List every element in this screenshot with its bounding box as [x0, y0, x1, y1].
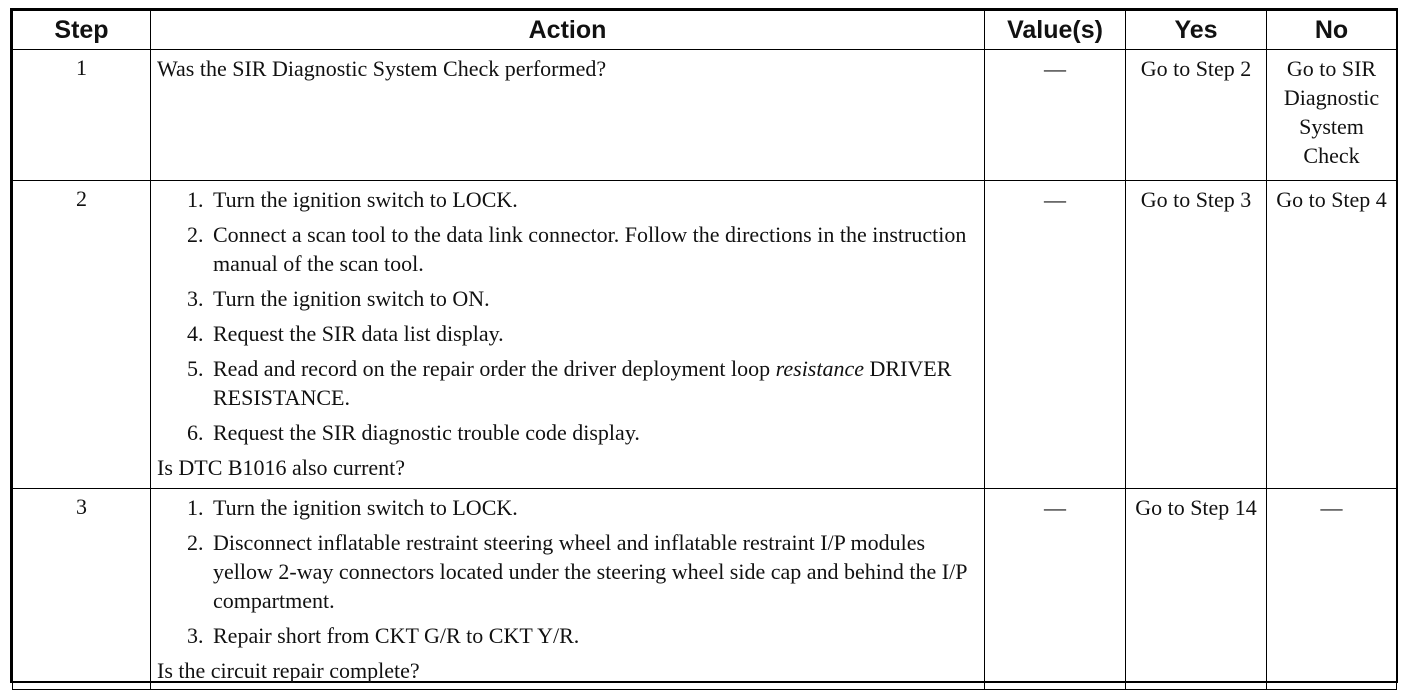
- action-step: Connect a scan tool to the data link con…: [209, 220, 978, 278]
- header-step: Step: [12, 10, 151, 50]
- action-cell: Turn the ignition switch to LOCK. Discon…: [150, 488, 985, 690]
- action-step: Disconnect inflatable restraint steering…: [209, 528, 978, 615]
- header-yes: Yes: [1125, 10, 1267, 50]
- diagnostic-table: Step Action Value(s) Yes No 1 Was the SI…: [12, 10, 1397, 690]
- action-step: Turn the ignition switch to LOCK.: [209, 493, 978, 522]
- action-step: Request the SIR data list display.: [209, 319, 978, 348]
- table-row: 1 Was the SIR Diagnostic System Check pe…: [12, 49, 1397, 181]
- action-step: Turn the ignition switch to LOCK.: [209, 185, 978, 214]
- yes-cell: Go to Step 14: [1125, 488, 1267, 690]
- header-values: Value(s): [984, 10, 1126, 50]
- action-step: Request the SIR diagnostic trouble code …: [209, 418, 978, 447]
- action-steps: Turn the ignition switch to LOCK. Connec…: [157, 185, 978, 447]
- diagnostic-table-frame: Step Action Value(s) Yes No 1 Was the SI…: [10, 8, 1398, 690]
- value-cell: —: [984, 49, 1126, 181]
- action-step-italic: resistance: [775, 356, 865, 381]
- action-step-text: Read and record on the repair order the …: [213, 356, 771, 381]
- value-cell: —: [984, 180, 1126, 489]
- header-action: Action: [150, 10, 985, 50]
- action-question: Is DTC B1016 also current?: [157, 455, 406, 480]
- action-cell: Turn the ignition switch to LOCK. Connec…: [150, 180, 985, 489]
- yes-cell: Go to Step 3: [1125, 180, 1267, 489]
- no-cell: —: [1266, 488, 1397, 690]
- header-row: Step Action Value(s) Yes No: [12, 10, 1397, 50]
- header-no: No: [1266, 10, 1397, 50]
- action-step: Repair short from CKT G/R to CKT Y/R.: [209, 621, 978, 650]
- table-row: 3 Turn the ignition switch to LOCK. Disc…: [12, 488, 1397, 690]
- no-cell: Go to SIR Diagnostic System Check: [1266, 49, 1397, 181]
- action-step: Read and record on the repair order the …: [209, 354, 978, 412]
- no-cell: Go to Step 4: [1266, 180, 1397, 489]
- step-number: 1: [12, 49, 151, 181]
- action-steps: Turn the ignition switch to LOCK. Discon…: [157, 493, 978, 650]
- step-number: 2: [12, 180, 151, 489]
- action-step: Turn the ignition switch to ON.: [209, 284, 978, 313]
- step-number: 3: [12, 488, 151, 690]
- yes-cell: Go to Step 2: [1125, 49, 1267, 181]
- table-row: 2 Turn the ignition switch to LOCK. Conn…: [12, 180, 1397, 489]
- action-cell: Was the SIR Diagnostic System Check perf…: [150, 49, 985, 181]
- action-question: Was the SIR Diagnostic System Check perf…: [157, 56, 607, 81]
- action-step-rest: DRIVER RESISTANCE.: [213, 356, 952, 410]
- action-question: Is the circuit repair complete?: [157, 658, 420, 683]
- value-cell: —: [984, 488, 1126, 690]
